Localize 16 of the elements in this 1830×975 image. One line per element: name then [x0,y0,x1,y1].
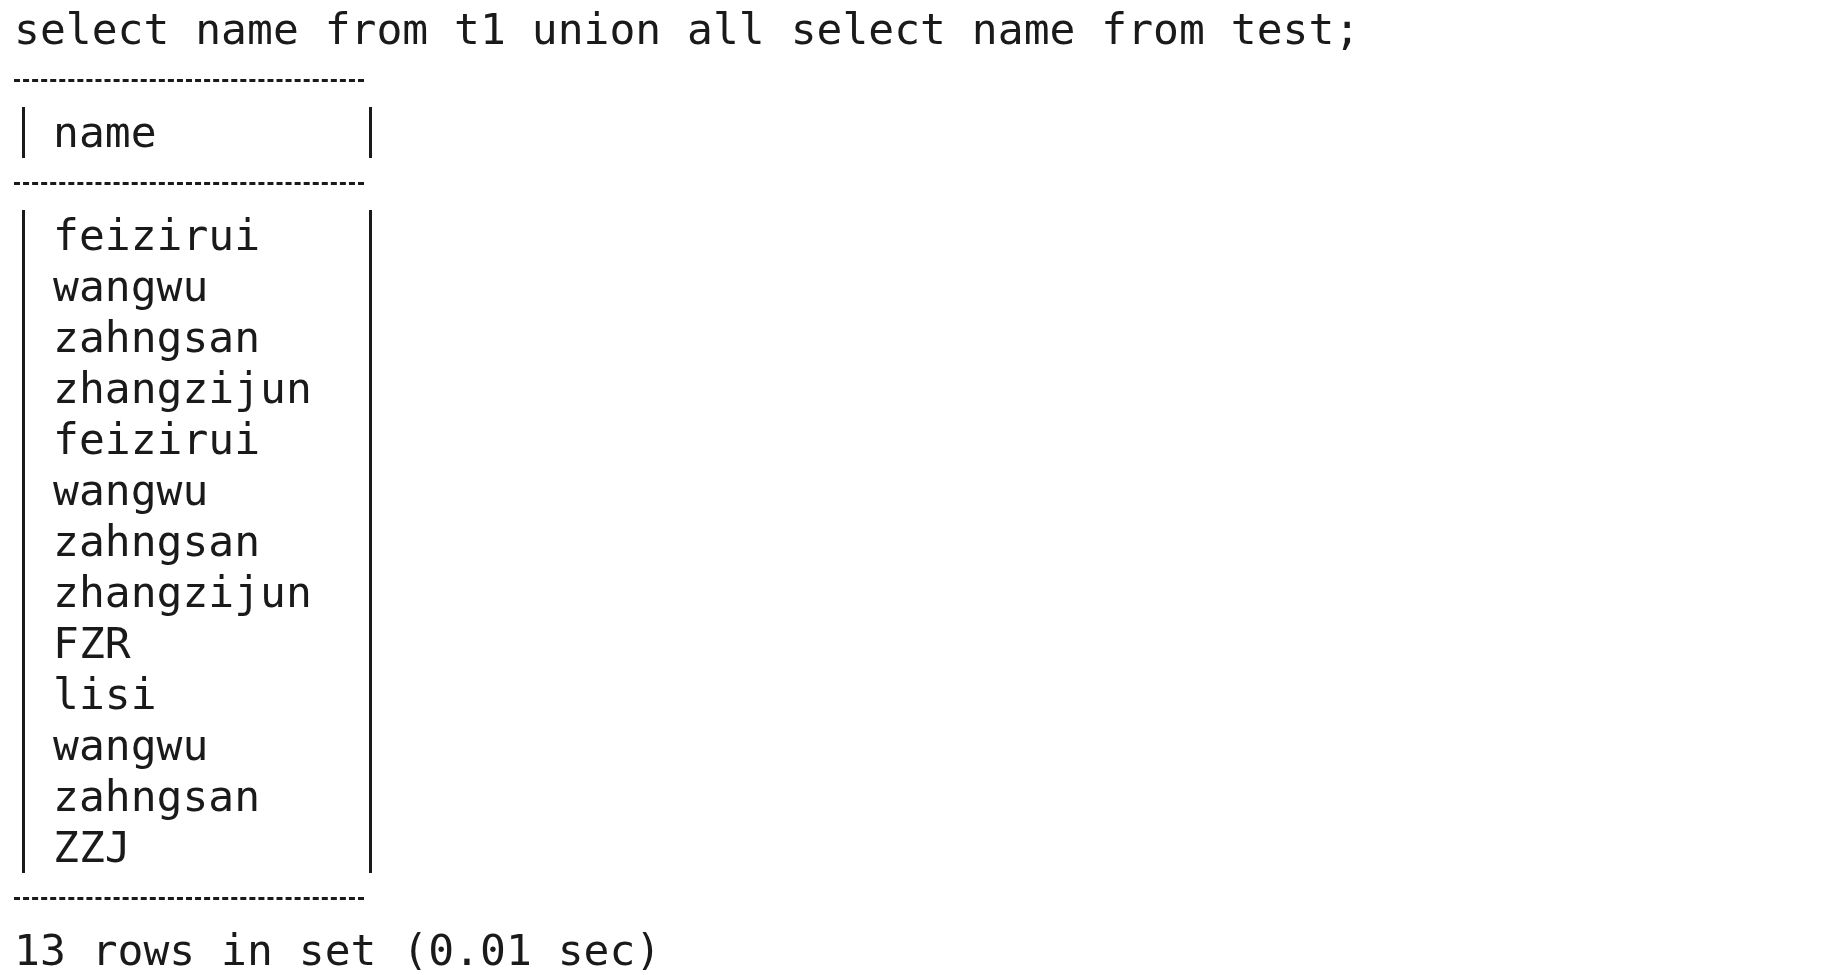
column-header: name [52,107,158,158]
table-cell-text: FZR [52,618,132,669]
table-cell-text: zhangzijun [52,363,313,414]
table-cell-text: feizirui [52,210,262,261]
table-cell-text: zahngsan [52,516,262,567]
table-cell-text: ZZJ [52,822,132,873]
table-cell-text: lisi [52,669,158,720]
table-cell-text: zhangzijun [52,567,313,618]
table-cell-text: feizirui [52,414,262,465]
result-summary: 13 rows in set (0.01 sec) [14,925,663,975]
table-cell-text: wangwu [52,465,210,516]
table-cell-text: zahngsan [52,771,262,822]
table-cell-text: wangwu [52,720,210,771]
table-cell-text: wangwu [52,261,210,312]
table-cell-text: zahngsan [52,312,262,363]
sql-command: select name from t1 union all select name from test; [14,4,1362,55]
